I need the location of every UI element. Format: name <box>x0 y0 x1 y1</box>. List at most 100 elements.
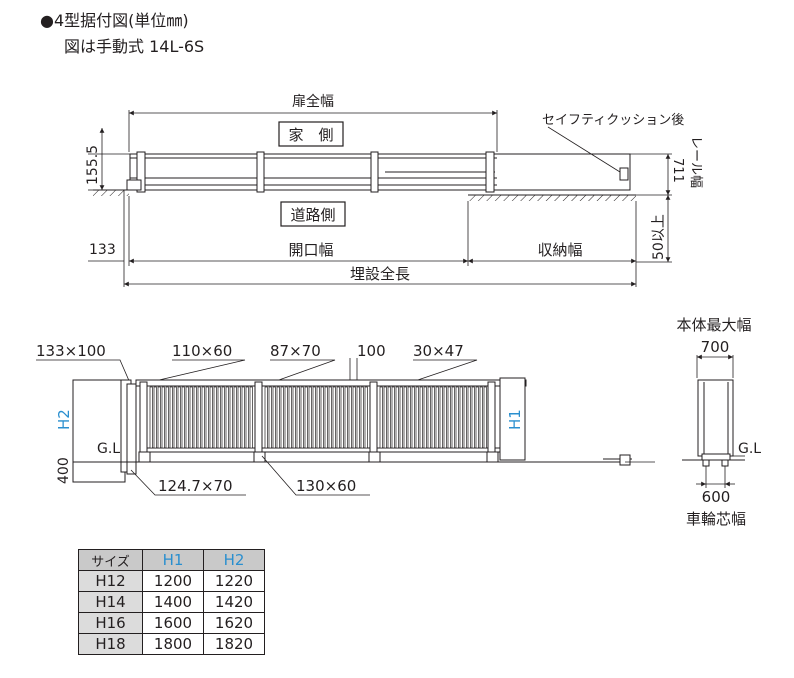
plan-view: 扉全幅 家 側 セイフティクッション後 155.5 道路側 <box>85 93 703 287</box>
table-row: H14 1400 1420 <box>78 591 265 613</box>
gate-slat <box>391 386 395 449</box>
gate-slat <box>300 386 304 449</box>
gate-slat <box>360 386 364 449</box>
gate-slat <box>205 386 209 449</box>
h2-cell: 1220 <box>203 570 265 592</box>
gate-slat <box>229 386 233 449</box>
gate-slat <box>225 386 229 449</box>
gate-slat <box>296 386 300 449</box>
gate-slat <box>423 386 427 449</box>
gate-slat <box>268 386 272 449</box>
dim-133: 133 <box>89 242 116 258</box>
dim-700: 700 <box>701 338 730 356</box>
gate-slat <box>312 386 316 449</box>
h1-label: H1 <box>506 409 524 430</box>
buried-total-length-label: 埋設全長 <box>350 265 410 283</box>
dim-100: 100 <box>357 342 386 360</box>
gate-slat <box>165 386 169 449</box>
gate-slat <box>280 386 284 449</box>
gate-slat <box>475 386 479 449</box>
dim-711: 711 <box>670 158 685 183</box>
h2-cell: 1420 <box>203 591 265 613</box>
house-side-label: 家 側 <box>288 126 333 144</box>
gate-slat <box>471 386 475 449</box>
gate-slat <box>467 386 471 449</box>
gate-slat <box>419 386 423 449</box>
gate-slat <box>352 386 356 449</box>
table-header-row: サイズ H1 H2 <box>78 549 265 571</box>
header-h1: H1 <box>142 549 204 571</box>
gate-slat <box>395 386 399 449</box>
gate-slat <box>173 386 177 449</box>
gate-slat <box>177 386 181 449</box>
gate-slat <box>181 386 185 449</box>
size-cell: H12 <box>78 570 143 592</box>
storage-width-label: 収納幅 <box>537 241 582 259</box>
header-h2: H2 <box>203 549 265 571</box>
dim-133x100: 133×100 <box>36 342 106 360</box>
dim-600: 600 <box>702 488 731 506</box>
dim-130x60: 130×60 <box>296 477 356 495</box>
gate-slat <box>483 386 487 449</box>
header-size: サイズ <box>78 549 143 571</box>
gate-slat <box>411 386 415 449</box>
gate-slat <box>272 386 276 449</box>
gate-slat <box>320 386 324 449</box>
size-cell: H14 <box>78 591 143 613</box>
gate-slat <box>233 386 237 449</box>
gate-slat <box>348 386 352 449</box>
road-side-label: 道路側 <box>290 206 335 224</box>
gate-slat <box>431 386 435 449</box>
gate-slat <box>304 386 308 449</box>
gate-slat <box>403 386 407 449</box>
side-view: 本体最大幅 700 G.L 600 車輪芯幅 <box>676 316 761 528</box>
gate-slat <box>451 386 455 449</box>
size-cell: H18 <box>78 633 143 655</box>
elevation-view: 133×100 110×60 87×70 100 30×47 H2 <box>36 342 655 496</box>
h1-cell: 1400 <box>142 591 204 613</box>
gate-slat <box>399 386 403 449</box>
gate-slat <box>249 386 253 449</box>
gate-slat <box>340 386 344 449</box>
gate-slat <box>427 386 431 449</box>
gate-slat <box>379 386 383 449</box>
door-total-width-label: 扉全幅 <box>292 93 334 110</box>
gate-slat <box>455 386 459 449</box>
dim-110x60: 110×60 <box>172 342 232 360</box>
gate-slat <box>185 386 189 449</box>
gl-label-elevation: G.L <box>97 441 120 457</box>
gate-slat <box>153 386 157 449</box>
gate-slat <box>284 386 288 449</box>
gate-slat <box>463 386 467 449</box>
dim-50-or-more: 50以上 <box>651 214 667 260</box>
gate-slat <box>213 386 217 449</box>
gate-slat <box>443 386 447 449</box>
table-row: H18 1800 1820 <box>78 633 265 655</box>
gate-slat <box>316 386 320 449</box>
gate-slat <box>336 386 340 449</box>
body-max-width-label: 本体最大幅 <box>676 316 751 334</box>
gate-slat <box>332 386 336 449</box>
wheel-center-width-label: 車輪芯幅 <box>686 510 746 528</box>
gate-slat <box>308 386 312 449</box>
gate-slat <box>197 386 201 449</box>
gate-slat <box>217 386 221 449</box>
dim-400: 400 <box>56 457 72 484</box>
h1-cell: 1600 <box>142 612 204 634</box>
drawing-title: ●4型据付図(単位㎜) <box>40 11 189 30</box>
gate-slat <box>292 386 296 449</box>
gate-slat <box>383 386 387 449</box>
rail-width-label: レール幅 <box>688 136 703 188</box>
gate-slat <box>149 386 153 449</box>
table-row: H16 1600 1620 <box>78 612 265 634</box>
gate-slat <box>459 386 463 449</box>
gate-slat <box>364 386 368 449</box>
gate-slat <box>356 386 360 449</box>
drawing-subtitle: 図は手動式 14L-6S <box>64 37 204 56</box>
h1-cell: 1200 <box>142 570 204 592</box>
gate-slat <box>201 386 205 449</box>
gate-slat <box>193 386 197 449</box>
gate-slat <box>169 386 173 449</box>
dim-155-5: 155.5 <box>85 145 101 185</box>
dim-87x70: 87×70 <box>270 342 321 360</box>
